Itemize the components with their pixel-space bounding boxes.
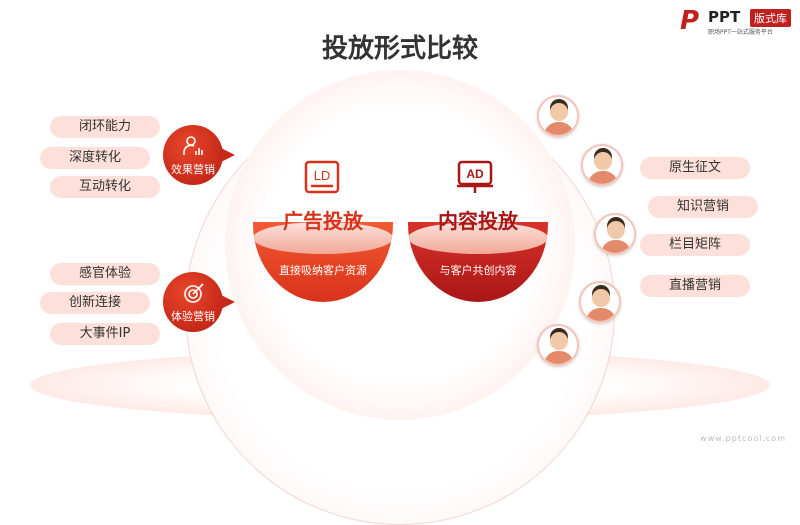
footer-url: www.pptcool.com: [700, 434, 786, 443]
logo-mark-icon: P: [680, 6, 700, 36]
badge-label: 效果营销: [171, 163, 215, 176]
target-icon: [184, 283, 204, 303]
logo-subtitle: 职场PPT一站式服务平台: [708, 29, 773, 36]
experience-marketing-badge: 体验营销: [163, 272, 235, 332]
pill-item: 创新连接: [40, 292, 150, 314]
avatar: [537, 324, 579, 366]
bowl-title: 内容投放: [438, 209, 518, 233]
bowl-title: 广告投放: [283, 209, 363, 233]
logo: P PPT 版式库 职场PPT一站式服务平台: [680, 8, 795, 38]
ld-icon-text: LD: [314, 168, 331, 183]
pill-item: 直播营销: [640, 275, 750, 297]
bowl-desc: 与客户共创内容: [439, 264, 517, 277]
logo-tag: 版式库: [750, 9, 791, 27]
avatar: [594, 213, 636, 255]
pill-item: 深度转化: [40, 147, 150, 169]
pill-item: 闭环能力: [50, 116, 160, 138]
pill-item: 原生征文: [640, 157, 750, 179]
pill-item: 知识营销: [648, 196, 758, 218]
pill-item: 栏目矩阵: [640, 234, 750, 256]
ad-icon-text: AD: [466, 167, 484, 181]
logo-brand: PPT: [708, 8, 741, 26]
ad-screen-icon: AD: [457, 160, 493, 193]
effect-marketing-badge: 效果营销: [163, 125, 235, 185]
pill-item: 互动转化: [50, 176, 160, 198]
avatar: [581, 144, 623, 186]
user-chart-icon: [183, 136, 203, 155]
badge-label: 体验营销: [171, 310, 215, 323]
ld-monitor-icon: LD: [304, 160, 340, 194]
page-title: 投放形式比较: [321, 34, 478, 64]
avatar: [537, 95, 579, 137]
bowl-desc: 直接吸纳客户资源: [279, 264, 367, 277]
avatar: [579, 281, 621, 323]
pill-item: 感官体验: [50, 263, 160, 285]
pill-item: 大事件IP: [50, 323, 160, 345]
